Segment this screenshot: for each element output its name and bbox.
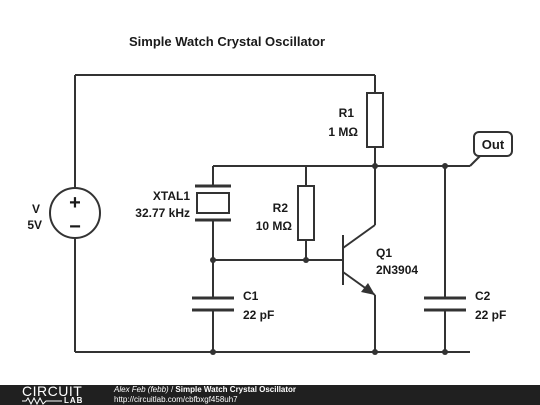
r2-value: 10 MΩ bbox=[256, 219, 293, 233]
source-value: 5V bbox=[27, 218, 42, 232]
credit-separator: / bbox=[170, 385, 174, 394]
out-tag-box[interactable] bbox=[473, 131, 513, 157]
credit-title: Simple Watch Crystal Oscillator bbox=[175, 385, 297, 394]
q1-name: Q1 bbox=[376, 246, 392, 260]
capacitor-c1[interactable] bbox=[192, 296, 234, 312]
junction-dot bbox=[303, 257, 309, 263]
junction-dot bbox=[210, 257, 216, 263]
junction-dot bbox=[442, 163, 448, 169]
circuitlab-logo[interactable]: CIRCUIT LAB bbox=[22, 383, 97, 405]
transistor-q1[interactable] bbox=[342, 224, 376, 296]
junctions bbox=[210, 163, 448, 355]
logo-circuit-text: CIRCUIT bbox=[22, 383, 83, 399]
resistor-r2[interactable] bbox=[297, 185, 315, 241]
voltage-source-circle[interactable] bbox=[49, 187, 101, 239]
q1-emitter-arrow-icon bbox=[361, 283, 375, 295]
junction-dot bbox=[372, 349, 378, 355]
footer-bar: CIRCUIT LAB Alex Feb (febb) / Simple Wat… bbox=[0, 383, 540, 405]
xtal-value: 32.77 kHz bbox=[135, 206, 190, 220]
xtal-body[interactable] bbox=[196, 192, 230, 214]
c1-name: C1 bbox=[243, 289, 259, 303]
q1-value: 2N3904 bbox=[376, 263, 418, 277]
credit-url[interactable]: http://circuitlab.com/cbfbxgf458uh7 bbox=[114, 395, 238, 404]
source-plus-sign: + bbox=[69, 192, 81, 214]
c2-value: 22 pF bbox=[475, 308, 506, 322]
voltage-source[interactable]: + − bbox=[49, 187, 101, 239]
diagram-title: Simple Watch Crystal Oscillator bbox=[129, 34, 325, 49]
c1-value: 22 pF bbox=[243, 308, 274, 322]
source-name: V bbox=[32, 202, 40, 216]
wires bbox=[74, 74, 481, 353]
r2-name: R2 bbox=[273, 201, 289, 215]
logo-lab-text: LAB bbox=[64, 396, 84, 405]
r1-name: R1 bbox=[339, 106, 355, 120]
xtal-name: XTAL1 bbox=[153, 189, 190, 203]
c2-name: C2 bbox=[475, 289, 491, 303]
q1-collector bbox=[342, 224, 376, 249]
logo-wave-icon bbox=[22, 397, 62, 405]
out-tag[interactable]: Out bbox=[473, 131, 513, 157]
credit-author: Alex Feb (febb) bbox=[114, 385, 169, 394]
junction-dot bbox=[372, 163, 378, 169]
r1-value: 1 MΩ bbox=[328, 125, 358, 139]
source-minus-sign: − bbox=[69, 216, 81, 238]
schematic-canvas: Simple Watch Crystal Oscillator bbox=[27, 34, 513, 355]
junction-dot bbox=[210, 349, 216, 355]
credit-text: Alex Feb (febb) / Simple Watch Crystal O… bbox=[114, 385, 296, 405]
resistor-r1[interactable] bbox=[366, 92, 384, 148]
junction-dot bbox=[442, 349, 448, 355]
capacitor-c2[interactable] bbox=[424, 296, 466, 312]
wire-out bbox=[469, 155, 481, 167]
out-tag-label: Out bbox=[482, 137, 505, 152]
crystal-xtal1[interactable] bbox=[195, 184, 231, 222]
